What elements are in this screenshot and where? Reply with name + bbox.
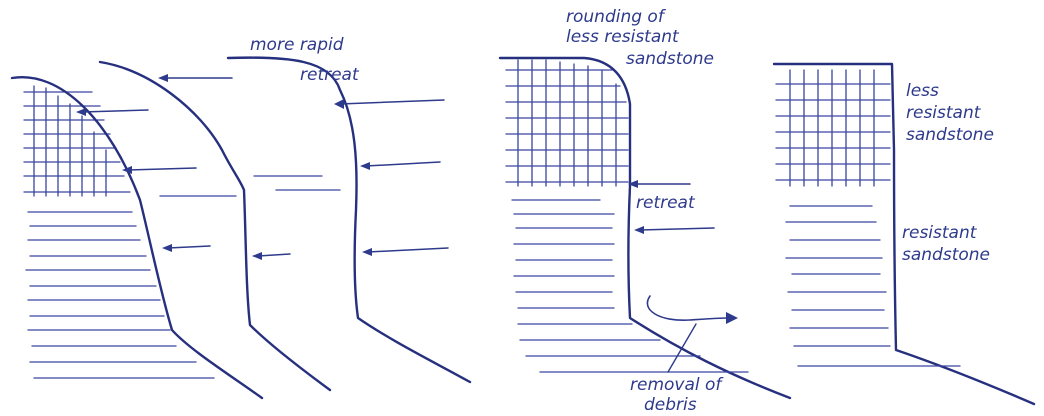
resistant-strata-middle	[511, 199, 749, 373]
resistant-strata-left	[25, 211, 215, 379]
retreat-arrows-left	[76, 74, 449, 260]
cliff-profile-3	[226, 56, 472, 384]
label-rounding-line1: rounding of	[566, 7, 667, 27]
label-rounding-line3: sandstone	[626, 49, 714, 69]
less-resistant-grid-right	[775, 69, 891, 187]
label-less-line3: sandstone	[906, 125, 994, 145]
retreat-arrows-middle	[628, 180, 715, 234]
label-less-line1: less	[906, 81, 939, 101]
cliff-outline-right	[772, 62, 1036, 406]
less-resistant-grid-left	[23, 85, 131, 197]
label-removal-line2: debris	[644, 395, 697, 415]
strata-between-profiles	[159, 175, 341, 197]
debris-pointer-line	[667, 323, 697, 373]
label-more-rapid: more rapid	[250, 35, 344, 55]
panel-rock-layers: less resistant sandstone resistant sands…	[772, 62, 1036, 406]
resistant-strata-right	[785, 205, 961, 367]
cliff-profile-1	[10, 75, 264, 400]
panel-cliff-retreat-sequence: more rapid retreat	[10, 35, 472, 400]
panel-rounding-debris: rounding of less resistant sandstone ret…	[498, 7, 792, 415]
cliff-profile-2	[98, 60, 332, 392]
label-less-line2: resistant	[906, 103, 982, 123]
label-resistant-line2: sandstone	[902, 245, 990, 265]
cliff-outline-middle	[498, 56, 792, 400]
label-rounding-line2: less resistant	[566, 27, 680, 47]
debris-removal-arrow	[646, 295, 729, 321]
label-removal-line1: removal of	[630, 375, 724, 395]
label-resistant-line1: resistant	[902, 223, 978, 243]
less-resistant-grid-middle	[505, 59, 629, 187]
debris-arrowhead	[726, 312, 738, 324]
label-retreat-middle: retreat	[636, 193, 696, 213]
label-retreat-top: retreat	[300, 65, 360, 85]
